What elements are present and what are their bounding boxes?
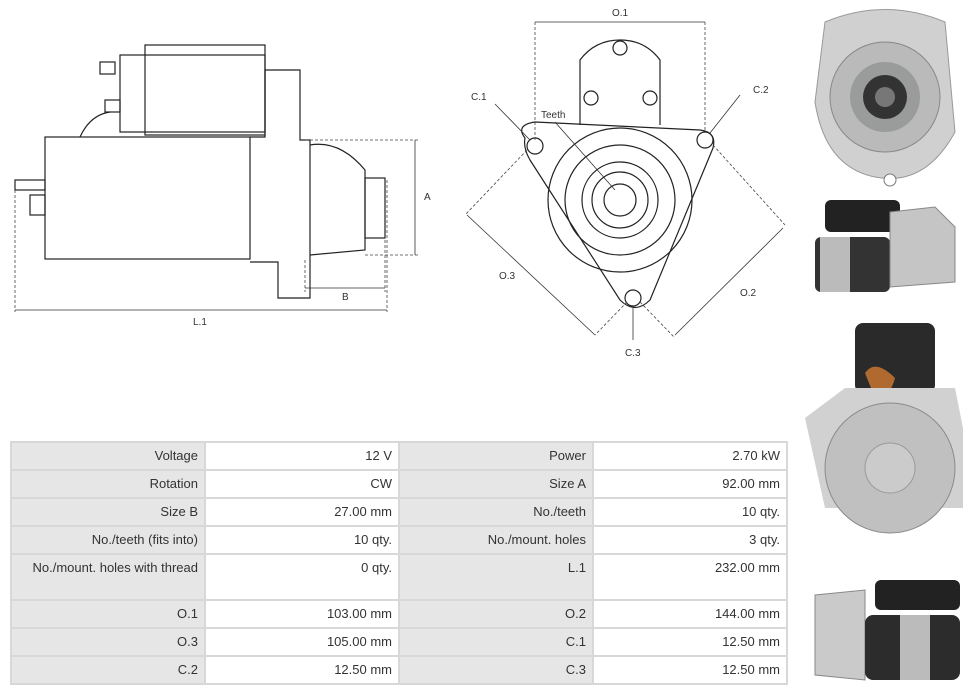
spec-value: 105.00 mm	[204, 627, 400, 657]
spec-value: 12.50 mm	[592, 655, 788, 685]
side-view-drawing: A B L.1	[14, 44, 431, 328]
spec-label: C.2	[10, 655, 206, 685]
spec-value: 12.50 mm	[592, 627, 788, 657]
spec-label: L.1	[398, 553, 594, 601]
spec-label: Power	[398, 441, 594, 471]
dimension-o3-label: O.3	[499, 271, 516, 282]
dimension-o2-label: O.2	[740, 288, 757, 299]
front-view-drawing: O.1 O.2 O.3 C.1 C.2 C.3 Teeth	[464, 8, 786, 359]
spec-value: 103.00 mm	[204, 599, 400, 629]
spec-label: C.1	[398, 627, 594, 657]
spec-value: 27.00 mm	[204, 497, 400, 527]
dimension-c1-label: C.1	[471, 92, 487, 103]
product-photo-rear	[805, 318, 965, 568]
teeth-label: Teeth	[541, 110, 565, 121]
spec-value: 92.00 mm	[592, 469, 788, 499]
spec-label: C.3	[398, 655, 594, 685]
spec-label: No./teeth (fits into)	[10, 525, 206, 555]
spec-label: O.1	[10, 599, 206, 629]
dimension-o1-label: O.1	[612, 8, 629, 19]
spec-value: 0 qty.	[204, 553, 400, 601]
spec-label: Size A	[398, 469, 594, 499]
spec-label: No./mount. holes with thread	[10, 553, 206, 601]
spec-label: No./teeth	[398, 497, 594, 527]
product-photo-side-bottom	[805, 575, 965, 690]
spec-value: 10 qty.	[204, 525, 400, 555]
spec-label: O.2	[398, 599, 594, 629]
dimension-c2-label: C.2	[753, 85, 769, 96]
spec-label: O.3	[10, 627, 206, 657]
spec-row: No./teeth (fits into)10 qty.No./mount. h…	[10, 525, 788, 555]
spec-label: Voltage	[10, 441, 206, 471]
product-photo-side-top	[805, 192, 965, 302]
spec-value: 144.00 mm	[592, 599, 788, 629]
spec-label: Rotation	[10, 469, 206, 499]
spec-value: 2.70 kW	[592, 441, 788, 471]
spec-label: No./mount. holes	[398, 525, 594, 555]
dimension-l1-label: L.1	[193, 317, 207, 328]
spec-label: Size B	[10, 497, 206, 527]
spec-value: CW	[204, 469, 400, 499]
dimension-b-label: B	[342, 292, 349, 303]
product-photo-front	[805, 2, 965, 192]
spec-value: 10 qty.	[592, 497, 788, 527]
spec-value: 12 V	[204, 441, 400, 471]
dimension-a-label: A	[424, 192, 431, 203]
spec-value: 232.00 mm	[592, 553, 788, 601]
spec-value: 3 qty.	[592, 525, 788, 555]
spec-value: 12.50 mm	[204, 655, 400, 685]
dimension-c3-label: C.3	[625, 348, 641, 359]
